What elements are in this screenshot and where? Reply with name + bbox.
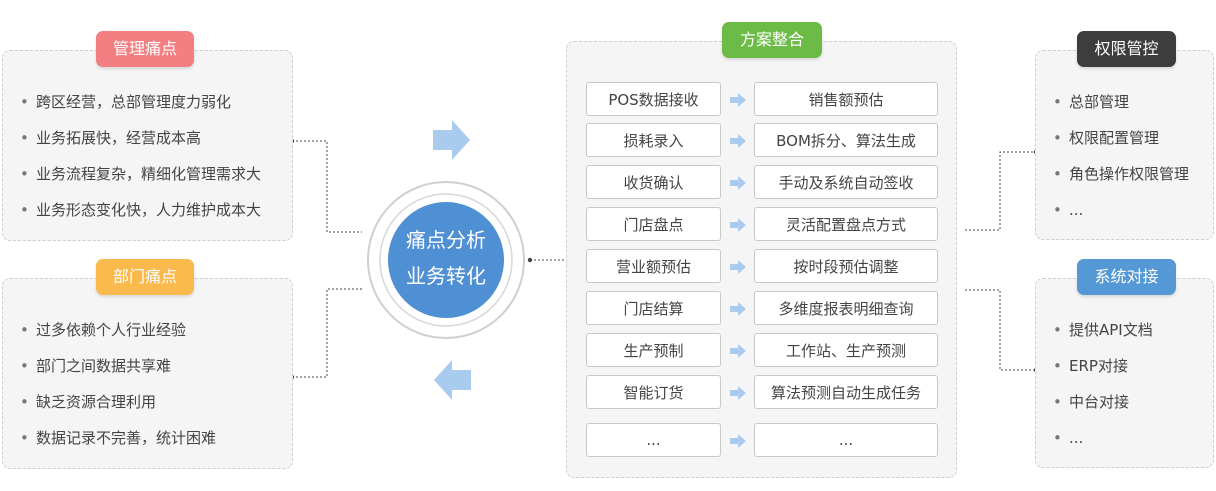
solution-step-box: 门店盘点 [586,207,721,241]
solution-step-box: 营业额预估 [586,249,721,283]
connector-system [965,289,1036,371]
connector-department [292,288,362,378]
solution-result-box: 销售额预估 [754,82,938,116]
solution-step-box: 门店结算 [586,291,721,325]
solution-result-box: 手动及系统自动签收 [754,165,938,199]
solution-step-box: 损耗录入 [586,123,721,157]
solution-result-box: 灵活配置盘点方式 [754,207,938,241]
solution-tag: 方案整合 [722,22,822,58]
list-item: 角色操作权限管理 [1053,156,1189,192]
permission-list: 总部管理 权限配置管理 角色操作权限管理 ... [1053,84,1189,228]
solution-step-box: 收货确认 [586,165,721,199]
solution-step-box: 智能订货 [586,375,721,409]
solution-step-box: POS数据接收 [586,82,721,116]
center-line-1: 痛点分析 [406,228,486,252]
solution-result-box: 按时段预估调整 [754,249,938,283]
connector-permission [965,151,1036,231]
list-item: 业务形态变化快，人力维护成本大 [20,192,261,228]
arrow-right-icon [730,385,746,404]
solution-result-box: BOM拆分、算法生成 [754,123,938,157]
arrow-right-icon [730,301,746,320]
solution-result-box: 算法预测自动生成任务 [754,375,938,409]
connector-dot [527,257,533,263]
list-item: 中台对接 [1053,384,1153,420]
list-item: ... [1053,192,1189,228]
system-tag: 系统对接 [1077,259,1176,295]
solution-step-box: 生产预制 [586,333,721,367]
list-item: 跨区经营，总部管理度力弱化 [20,84,261,120]
list-item: 权限配置管理 [1053,120,1189,156]
arrow-right-icon [730,217,746,236]
list-item: 过多依赖个人行业经验 [20,312,216,348]
permission-tag: 权限管控 [1077,31,1176,67]
arrow-right-icon [730,133,746,152]
arrow-right-icon [730,92,746,111]
list-item: 业务流程复杂，精细化管理需求大 [20,156,261,192]
arrow-right-icon [730,259,746,278]
list-item: ERP对接 [1053,348,1153,384]
solution-result-box: 工作站、生产预测 [754,333,938,367]
department-pain-tag: 部门痛点 [96,259,194,295]
list-item: 总部管理 [1053,84,1189,120]
list-item: 提供API文档 [1053,312,1153,348]
arrow-right-icon [433,120,470,160]
department-pain-list: 过多依赖个人行业经验 部门之间数据共享难 缺乏资源合理利用 数据记录不完善，统计… [20,312,216,456]
management-pain-list: 跨区经营，总部管理度力弱化 业务拓展快，经营成本高 业务流程复杂，精细化管理需求… [20,84,261,228]
connector-management [292,140,362,233]
solution-step-box: ... [586,423,721,457]
arrow-left-icon [434,360,471,400]
center-line-2: 业务转化 [406,264,486,288]
list-item: 部门之间数据共享难 [20,348,216,384]
arrow-right-icon [730,343,746,362]
center-label: 痛点分析 业务转化 [388,222,504,294]
solution-result-box: ... [754,423,938,457]
outer-ring [367,181,525,339]
arrow-right-icon [730,175,746,194]
system-list: 提供API文档 ERP对接 中台对接 ... [1053,312,1153,456]
list-item: ... [1053,420,1153,456]
list-item: 缺乏资源合理利用 [20,384,216,420]
solution-result-box: 多维度报表明细查询 [754,291,938,325]
list-item: 数据记录不完善，统计困难 [20,420,216,456]
arrow-right-icon [730,433,746,452]
management-pain-tag: 管理痛点 [96,31,194,67]
center-circle [388,202,504,318]
list-item: 业务拓展快，经营成本高 [20,120,261,156]
